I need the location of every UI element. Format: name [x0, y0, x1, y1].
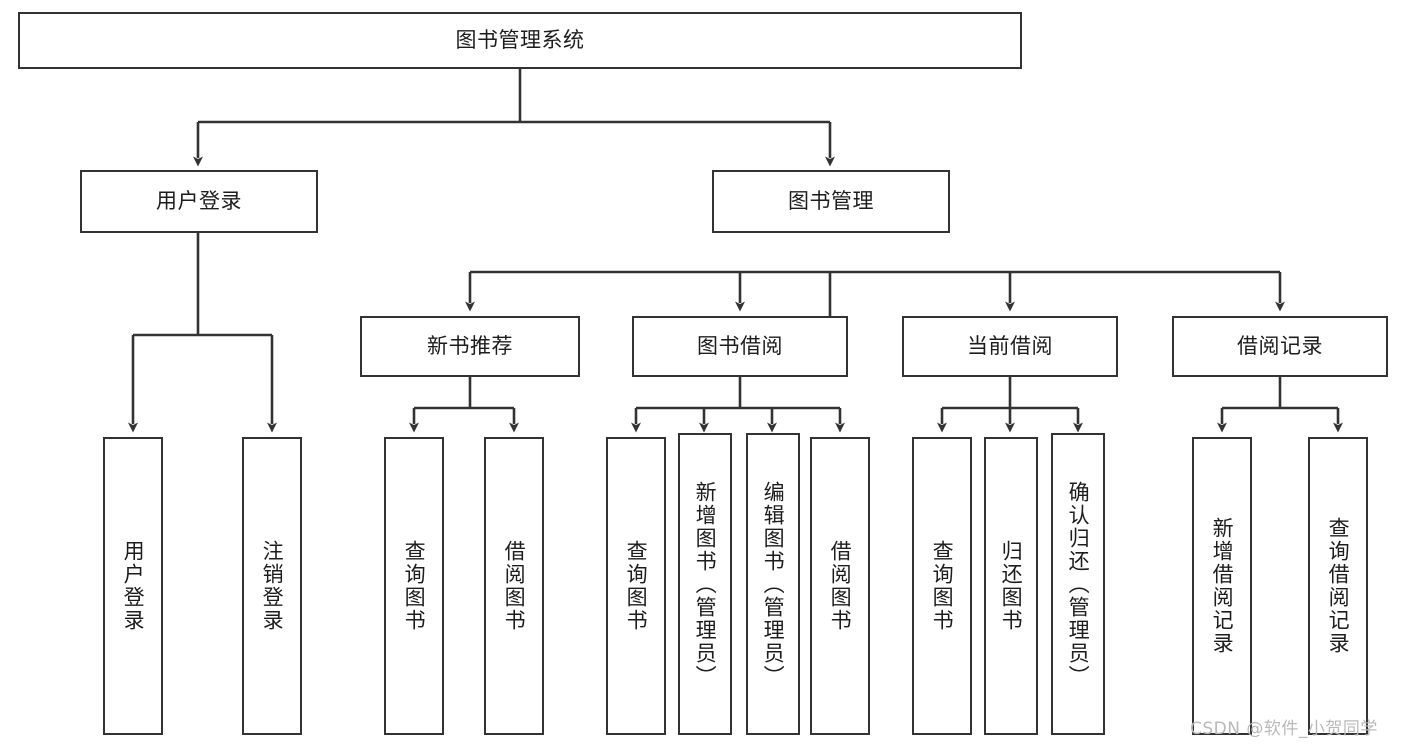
node-label: 当前借阅 — [967, 333, 1053, 358]
node-root-system[interactable]: 图书管理系统 — [18, 12, 1022, 69]
node-label: 用户登录 — [121, 540, 146, 632]
node-label: 查询图书 — [930, 540, 955, 632]
node-label: 用户登录 — [156, 188, 242, 213]
leaf-borrow-book-recommend[interactable]: 借阅图书 — [484, 437, 544, 735]
leaf-logout[interactable]: 注销登录 — [242, 437, 302, 735]
node-label: 查询借阅记录 — [1326, 517, 1351, 655]
node-label: 新增借阅记录 — [1210, 517, 1235, 655]
node-borrow-record[interactable]: 借阅记录 — [1172, 316, 1388, 377]
leaf-confirm-return-admin[interactable]: 确认归还（管理员） — [1051, 433, 1105, 735]
node-label: 归还图书 — [999, 540, 1024, 632]
node-current-borrow[interactable]: 当前借阅 — [902, 316, 1118, 377]
leaf-query-book-borrow[interactable]: 查询图书 — [606, 437, 666, 735]
leaf-query-borrow-record[interactable]: 查询借阅记录 — [1308, 437, 1368, 735]
node-new-book-recommend[interactable]: 新书推荐 — [360, 316, 580, 377]
node-label: 注销登录 — [260, 540, 285, 632]
node-book-borrow[interactable]: 图书借阅 — [632, 316, 848, 377]
leaf-query-book-current[interactable]: 查询图书 — [912, 437, 972, 735]
node-label: 新书推荐 — [427, 333, 513, 358]
node-book-manage[interactable]: 图书管理 — [712, 170, 950, 233]
leaf-return-book[interactable]: 归还图书 — [984, 437, 1038, 735]
node-label: 图书管理系统 — [455, 27, 585, 52]
node-label: 借阅图书 — [502, 540, 527, 632]
node-label: 查询图书 — [402, 540, 427, 632]
leaf-query-book-recommend[interactable]: 查询图书 — [384, 437, 444, 735]
leaf-edit-book-admin[interactable]: 编辑图书（管理员） — [746, 433, 800, 735]
node-label: 借阅记录 — [1237, 333, 1323, 358]
leaf-user-login[interactable]: 用户登录 — [103, 437, 163, 735]
leaf-borrow-book-borrow[interactable]: 借阅图书 — [810, 437, 870, 735]
node-label: 图书管理 — [788, 188, 874, 213]
csdn-watermark: CSDN @软件_小贺同学 — [1190, 719, 1378, 739]
node-label: 新增图书（管理员） — [693, 480, 718, 688]
node-user-login[interactable]: 用户登录 — [80, 170, 318, 233]
node-label: 借阅图书 — [828, 540, 853, 632]
node-label: 图书借阅 — [697, 333, 783, 358]
leaf-add-book-admin[interactable]: 新增图书（管理员） — [678, 433, 732, 735]
node-label: 确认归还（管理员） — [1066, 480, 1091, 688]
node-label: 查询图书 — [624, 540, 649, 632]
node-label: 编辑图书（管理员） — [761, 480, 786, 688]
leaf-add-borrow-record[interactable]: 新增借阅记录 — [1192, 437, 1252, 735]
